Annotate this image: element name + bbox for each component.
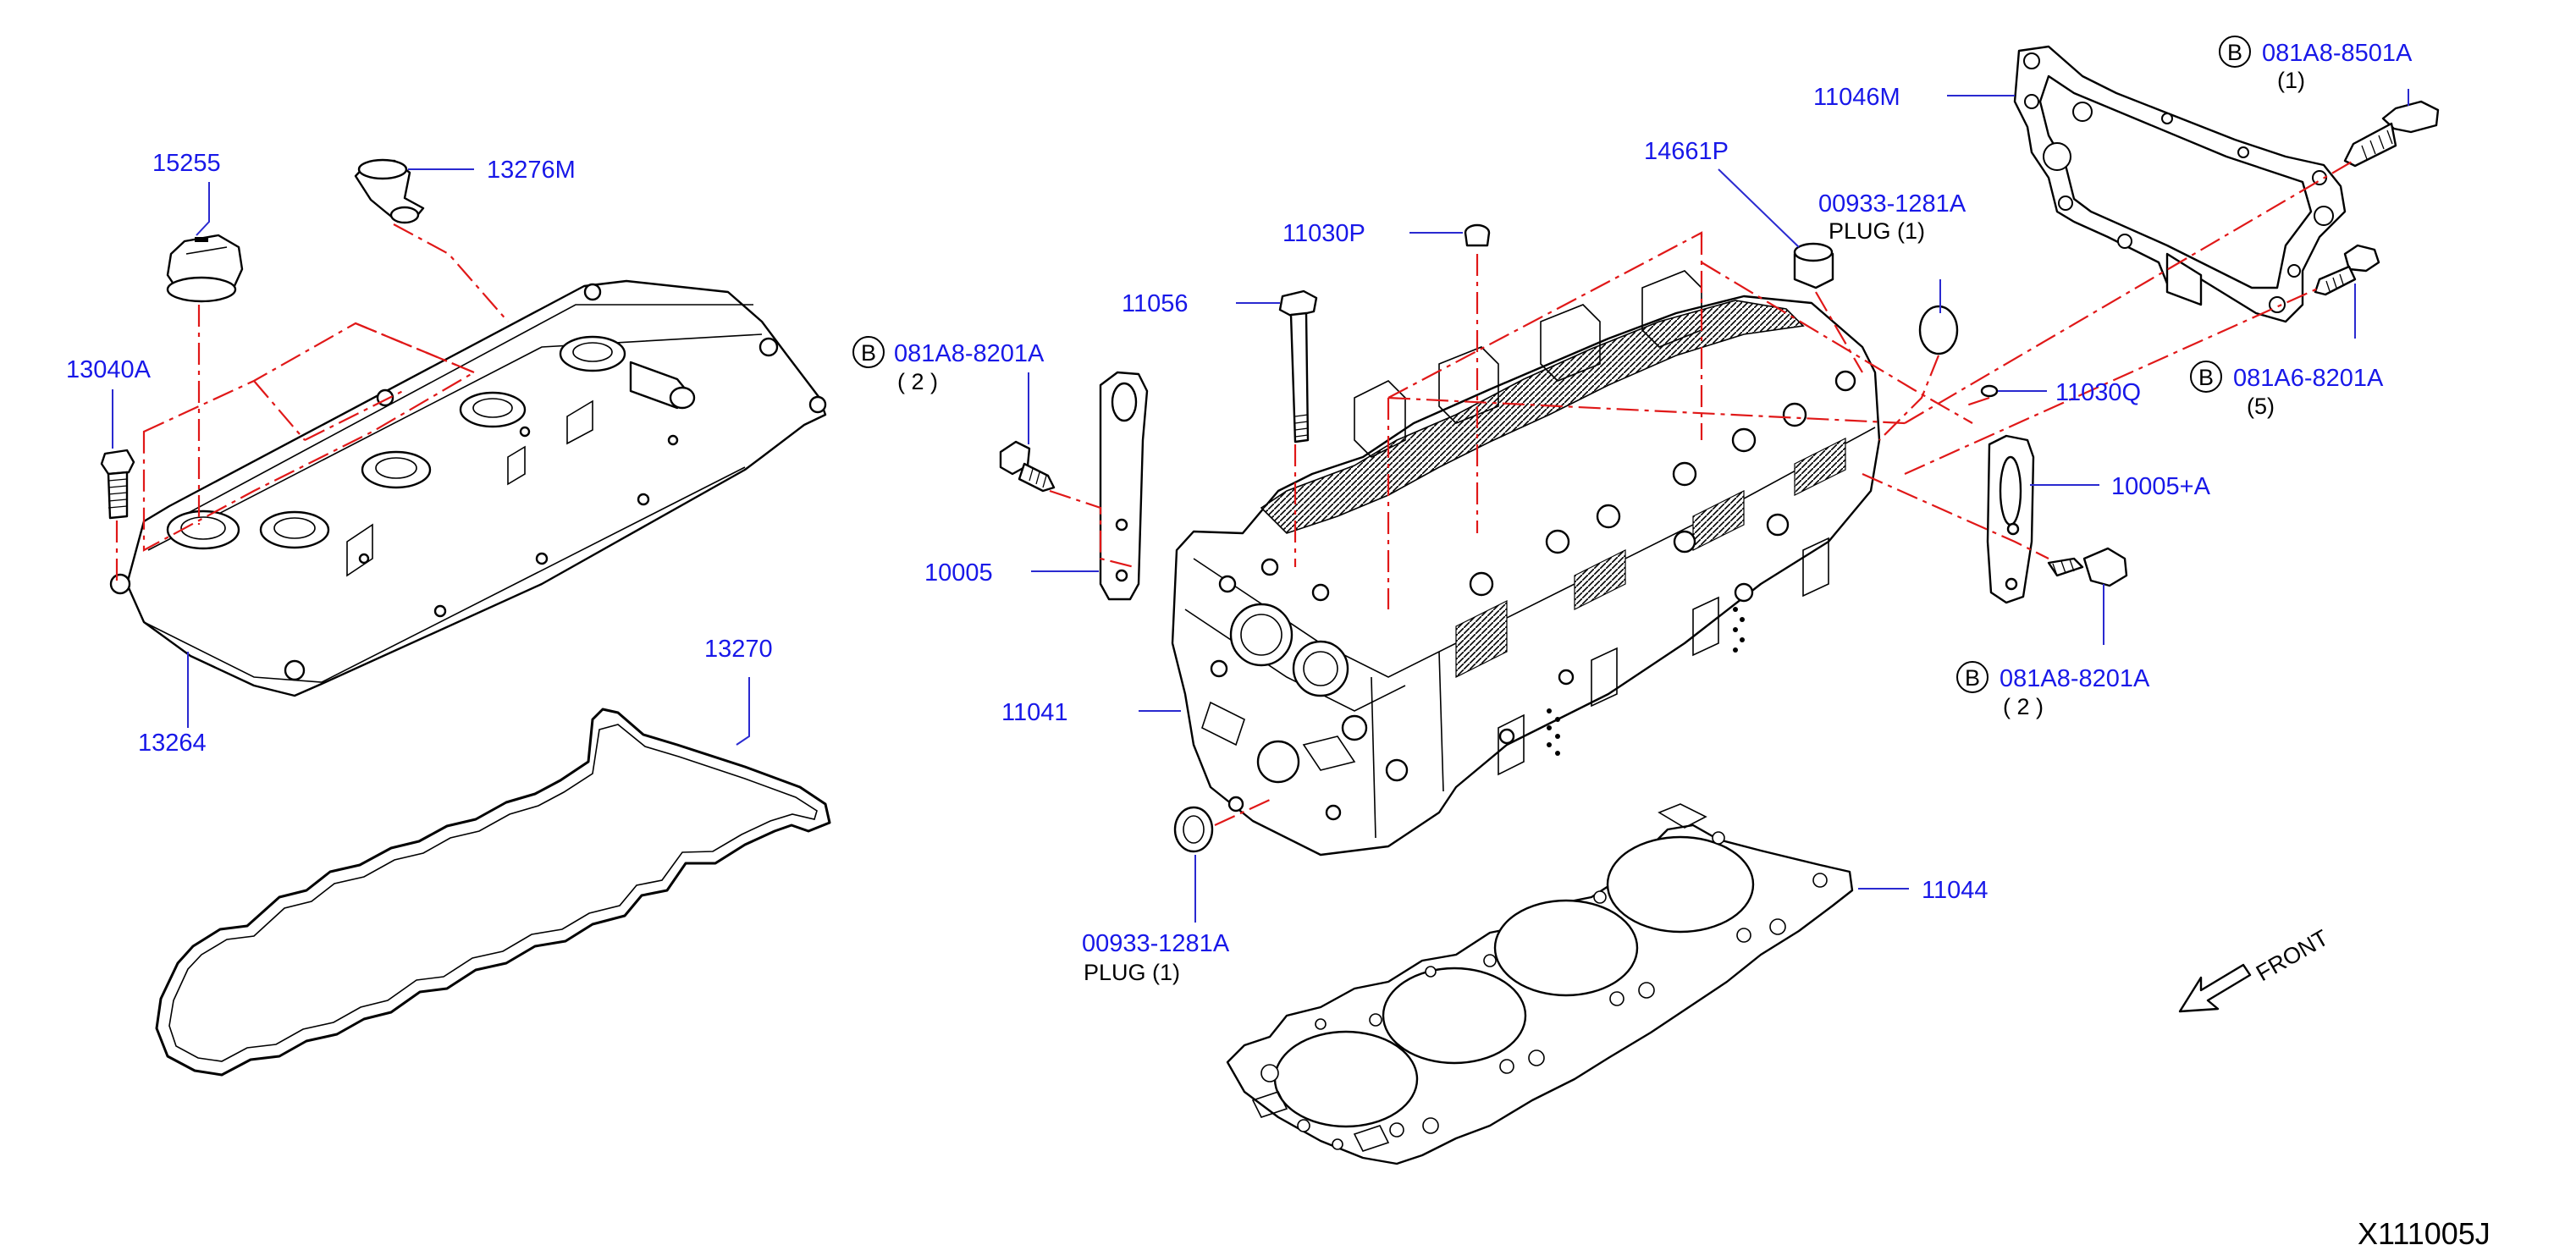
label-15255: 15255	[152, 150, 221, 177]
pcv-grommet-13276M	[354, 158, 425, 224]
bolt-11056	[1278, 289, 1318, 443]
front-direction-arrow	[2178, 963, 2252, 1013]
bolt-left-081A8-8201A	[999, 440, 1056, 493]
bolt-callout-left: B 081A8-8201A ( 2 )	[852, 336, 1045, 394]
label-bolt-left-qty: ( 2 )	[897, 369, 938, 394]
diagram-reference-code: X111005J	[2358, 1216, 2491, 1251]
oil-filler-cap-15255	[166, 234, 244, 303]
label-10005A: 10005+A	[2111, 473, 2211, 500]
front-label: FRONT	[2252, 925, 2333, 986]
dowel-11030Q	[1980, 384, 1999, 398]
alignment-centerlines	[115, 160, 2354, 826]
label-13270: 13270	[704, 636, 773, 663]
plug-top-00933-1281A	[1918, 305, 1959, 355]
bolt-top-081A8-8501A	[2343, 100, 2440, 168]
label-bolt-right: 081A8-8201A	[2000, 665, 2150, 692]
label-11056: 11056	[1122, 290, 1189, 317]
label-11030Q: 11030Q	[2055, 379, 2141, 406]
label-bolt-right-qty: ( 2 )	[2003, 694, 2044, 719]
label-13040A: 13040A	[66, 356, 152, 383]
bolt-right-081A8-8201A	[2047, 547, 2128, 587]
label-bolt-top: 081A8-8501A	[2262, 40, 2413, 67]
chain-case-gasket-11046M	[2013, 45, 2347, 323]
label-plug-top: 00933-1281A	[1818, 190, 1966, 218]
bolt-badge-icon: B	[2198, 365, 2214, 390]
label-bolt-top-qty: (1)	[2277, 68, 2305, 93]
cylinder-head-11041	[1171, 270, 1881, 857]
label-bolt-left: 081A8-8201A	[894, 340, 1045, 367]
bolt-badge-icon: B	[861, 340, 876, 366]
bolt-badge-icon: B	[1965, 665, 1980, 691]
label-11030P: 11030P	[1282, 220, 1365, 247]
label-10005: 10005	[924, 559, 993, 587]
label-11041: 11041	[1001, 699, 1068, 726]
label-plug-bottom-text: PLUG (1)	[1084, 960, 1180, 985]
label-14661P: 14661P	[1644, 138, 1729, 165]
valve-cover-gasket-13270	[155, 708, 831, 1077]
head-gasket-11044	[1226, 803, 1854, 1165]
bolt-callout-mid: B 081A6-8201A (5)	[2190, 361, 2384, 419]
label-13264: 13264	[138, 730, 207, 757]
bolt-badge-icon: B	[2227, 40, 2242, 65]
label-11046M: 11046M	[1813, 84, 1900, 111]
engine-hanger-10005	[1099, 371, 1149, 601]
plug-callout-top: 00933-1281A PLUG (1)	[1818, 190, 1966, 244]
bolt-callout-top: B 081A8-8501A (1)	[2219, 36, 2413, 93]
label-plug-bottom: 00933-1281A	[1082, 930, 1230, 957]
label-bolt-mid-qty: (5)	[2247, 394, 2275, 419]
dowel-11030P	[1464, 223, 1491, 247]
seal-14661P	[1793, 242, 1834, 289]
bolt-mid-081A6-8201A	[2314, 244, 2380, 296]
label-plug-top-text: PLUG (1)	[1829, 218, 1925, 244]
engine-hanger-10005A	[1986, 434, 2035, 604]
plug-bottom-00933-1281A	[1173, 806, 1214, 853]
label-13276M: 13276M	[487, 157, 576, 184]
label-11044: 11044	[1922, 877, 1989, 904]
bolt-13040A	[100, 449, 135, 520]
label-bolt-mid: 081A6-8201A	[2233, 365, 2384, 392]
valve-cover-13264	[109, 279, 827, 697]
leader-lines	[112, 89, 2409, 923]
bolt-callout-right: B 081A8-8201A ( 2 )	[1956, 661, 2150, 719]
plug-callout-bottom: 00933-1281A PLUG (1)	[1082, 930, 1230, 985]
part-labels: 15255 13276M 13040A 13264 13270 11030P 1…	[66, 36, 2491, 1251]
